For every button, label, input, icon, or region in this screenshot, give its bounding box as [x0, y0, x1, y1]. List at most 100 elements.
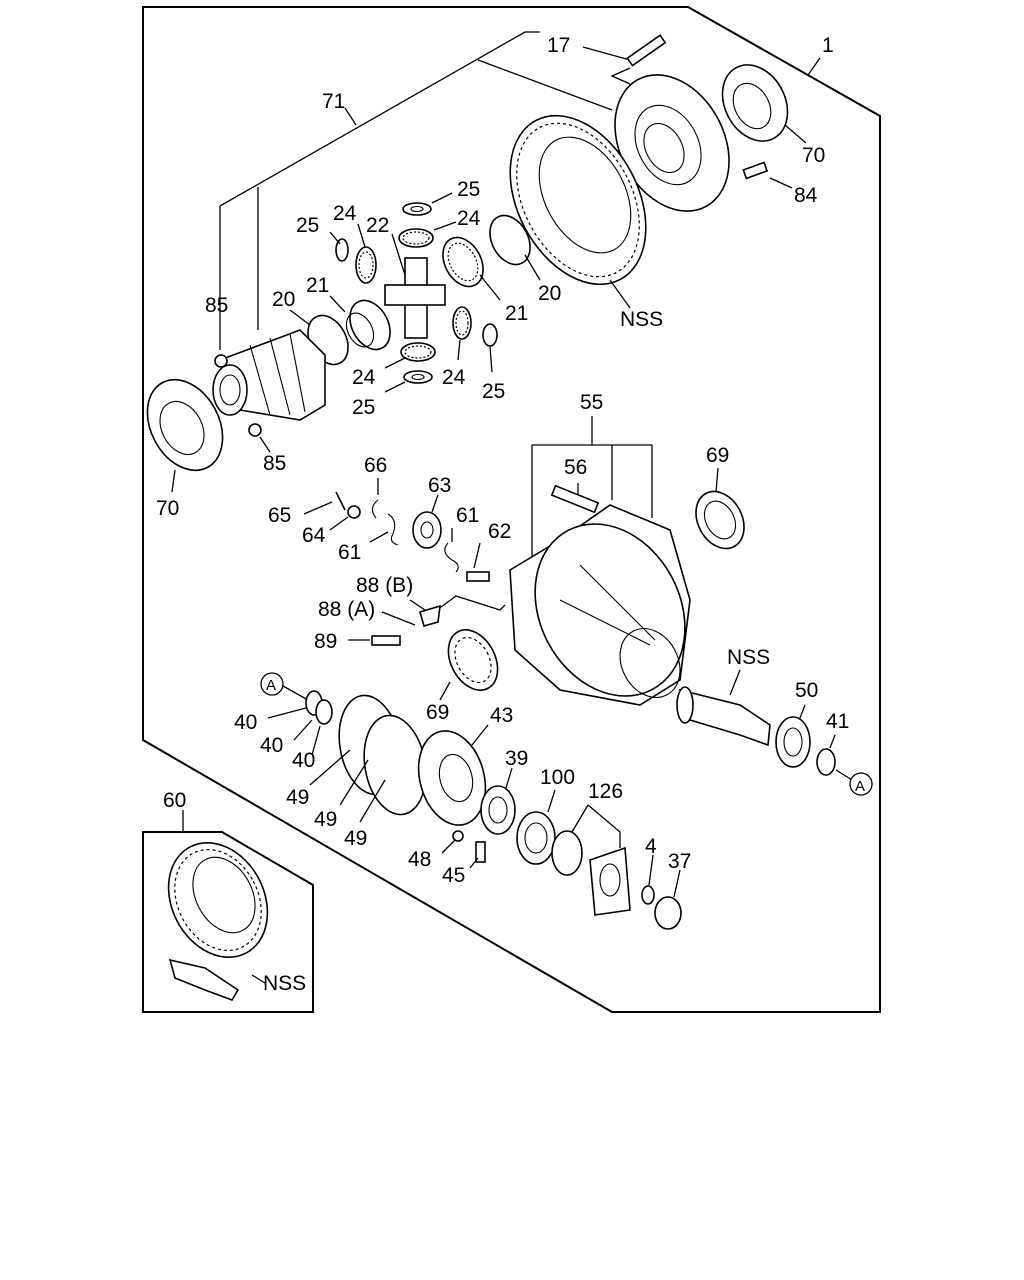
callout-24: 24 — [352, 366, 376, 389]
callout-25: 25 — [352, 396, 375, 419]
callout-88a: 88 (A) — [318, 598, 375, 621]
callout-40: 40 — [292, 749, 315, 772]
callout-64: 64 — [302, 524, 326, 547]
callout-25: 25 — [457, 178, 480, 201]
callout-70: 70 — [156, 497, 179, 520]
retainer-43 — [417, 724, 489, 826]
callout-17: 17 — [547, 34, 570, 57]
drive-pinion — [676, 669, 771, 747]
ref-marker-a-right — [849, 772, 873, 796]
callout-61: 61 — [456, 504, 479, 527]
callout-20: 20 — [538, 282, 561, 305]
nut-37 — [654, 869, 682, 930]
pin-65 — [303, 491, 346, 515]
callout-69: 69 — [706, 444, 729, 467]
callout-nss: NSS — [620, 308, 663, 331]
callout-71: 71 — [322, 90, 345, 113]
gear-24-c — [384, 342, 436, 369]
callout-20: 20 — [272, 288, 295, 311]
gasket-49 — [309, 694, 427, 823]
differential-case — [212, 329, 326, 421]
bearing-70-top — [721, 64, 807, 144]
callout-39: 39 — [505, 747, 528, 770]
stud-56 — [550, 483, 600, 514]
callout-85: 85 — [263, 452, 286, 475]
seal-100 — [516, 789, 556, 865]
callout-40: 40 — [234, 711, 257, 734]
collapsible-spacer-40 — [267, 690, 333, 756]
inset-ring-gear — [167, 841, 269, 959]
group-bracket-71 — [219, 31, 540, 207]
callout-49: 49 — [314, 808, 337, 831]
carrier-housing — [509, 504, 691, 706]
lock-88 — [419, 604, 441, 627]
bolt-45 — [469, 841, 486, 869]
bearing-50 — [775, 704, 811, 768]
screw-84 — [742, 161, 793, 189]
callout-89: 89 — [314, 630, 337, 653]
callout-41: 41 — [826, 710, 849, 733]
callout-65: 65 — [268, 504, 291, 527]
side-gear-21-left — [329, 295, 391, 351]
callout-25: 25 — [296, 214, 319, 237]
callout-49: 49 — [286, 786, 309, 809]
washer-25-d — [482, 323, 498, 373]
callout-66: 66 — [364, 454, 387, 477]
bearing-70-left — [146, 378, 224, 493]
callout-62: 62 — [488, 520, 511, 543]
callout-21: 21 — [505, 302, 528, 325]
callout-69: 69 — [426, 701, 449, 724]
callout-21: 21 — [306, 274, 329, 297]
bearing-39 — [480, 767, 516, 835]
callout-88b: 88 (B) — [356, 574, 413, 597]
flange-yoke — [589, 846, 631, 916]
callout-60: 60 — [163, 789, 186, 812]
callout-43: 43 — [490, 704, 513, 727]
clip-66 — [371, 478, 379, 519]
gear-24-b — [355, 223, 377, 284]
callout-4: 4 — [645, 835, 657, 858]
callout-labels: 17 1 71 70 84 25 24 25 24 22 85 20 21 20… — [156, 34, 865, 995]
callout-a: A — [855, 778, 865, 795]
callout-nss: NSS — [263, 972, 306, 995]
callout-100: 100 — [540, 766, 575, 789]
callout-24: 24 — [333, 202, 357, 225]
gear-24-a — [398, 221, 457, 248]
callout-50: 50 — [795, 679, 818, 702]
nut-85-b — [248, 423, 271, 453]
callout-49: 49 — [344, 827, 367, 850]
nut-64 — [329, 505, 361, 531]
ref-marker-a-left — [260, 672, 284, 696]
ring-gear — [509, 114, 647, 309]
callout-37: 37 — [668, 850, 691, 873]
callout-a: A — [266, 677, 276, 694]
dust-deflector-126 — [551, 830, 583, 876]
callout-55: 55 — [580, 391, 603, 414]
inset-frame — [142, 831, 314, 1013]
callout-24: 24 — [442, 366, 466, 389]
callout-22: 22 — [366, 214, 389, 237]
callout-1: 1 — [822, 34, 834, 57]
nut-85-a — [214, 354, 228, 368]
callout-56: 56 — [564, 456, 587, 479]
bolt-62 — [466, 542, 490, 582]
washer-25-a — [402, 192, 453, 216]
bolt-89 — [348, 635, 401, 646]
seal-69-right — [695, 467, 745, 550]
washer-25-c — [384, 370, 433, 393]
case-flange — [614, 74, 730, 212]
washer-20-right — [489, 214, 541, 281]
callout-24: 24 — [457, 207, 481, 230]
gear-24-d — [452, 306, 472, 361]
callout-48: 48 — [408, 848, 431, 871]
clip-61-a — [369, 513, 399, 546]
inset-pinion — [168, 958, 266, 1001]
callout-63: 63 — [428, 474, 451, 497]
washer-48 — [441, 830, 464, 854]
cross-shaft-22 — [384, 233, 446, 339]
main-frame — [142, 6, 881, 1013]
side-gear-21-right — [442, 236, 501, 301]
callout-nss: NSS — [727, 646, 770, 669]
callout-70: 70 — [802, 144, 825, 167]
